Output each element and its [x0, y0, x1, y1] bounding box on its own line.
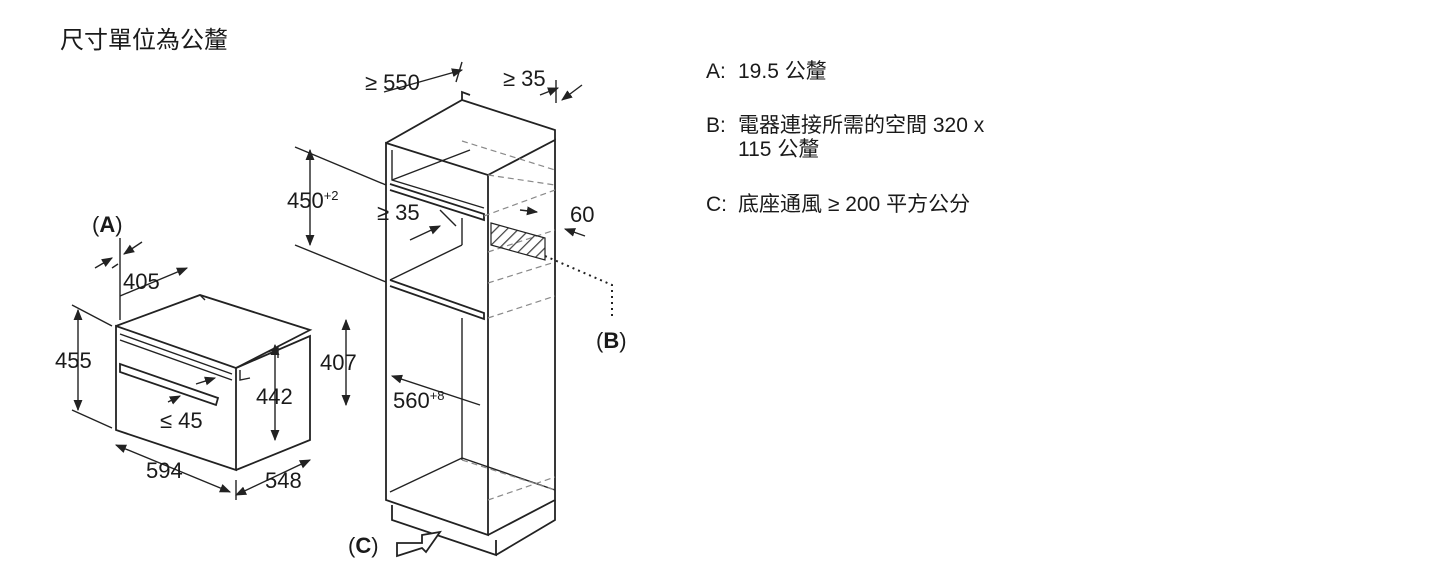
dim-35-mid: ≥ 35	[377, 200, 420, 225]
cabinet-dimension-lines	[294, 61, 586, 406]
dim-455: 455	[55, 348, 92, 373]
legend-text-b-cont: 115 公釐	[738, 138, 820, 161]
legend-item-a: A: 19.5 公釐	[706, 60, 827, 84]
callout-c: (C)	[348, 533, 379, 558]
cabinet-drawing	[385, 90, 613, 558]
dim-405: 405	[123, 269, 160, 294]
dim-450: 450+2	[287, 188, 339, 213]
legend-text-c: 底座通風 ≥ 200 平方公分	[738, 193, 971, 216]
legend-item-b: B: 電器連接所需的空間 320 x 115 公釐	[706, 114, 984, 162]
legend-text-a: 19.5 公釐	[738, 60, 827, 83]
dim-560: 560+8	[393, 388, 445, 413]
callout-b: (B)	[596, 328, 627, 353]
dim-60: 60	[570, 202, 594, 227]
oven-drawing	[115, 294, 313, 472]
callout-a: (A)	[92, 212, 123, 237]
dim-594: 594	[146, 458, 183, 483]
dim-35-top: ≥ 35	[503, 66, 546, 91]
legend-item-c: C: 底座通風 ≥ 200 平方公分	[706, 193, 970, 217]
dim-45: ≤ 45	[160, 408, 203, 433]
dim-407: 407	[320, 350, 357, 375]
dim-548: 548	[265, 468, 302, 493]
legend-text-b: 電器連接所需的空間 320 x	[738, 114, 985, 137]
oven-dimension-lines	[71, 238, 351, 500]
legend-key-c: C:	[706, 193, 727, 216]
dim-550: ≥ 550	[365, 70, 420, 95]
legend-key-a: A:	[706, 60, 726, 83]
page-title: 尺寸單位為公釐	[60, 26, 228, 54]
dim-442: 442	[256, 384, 293, 409]
legend-key-b: B:	[706, 114, 726, 137]
